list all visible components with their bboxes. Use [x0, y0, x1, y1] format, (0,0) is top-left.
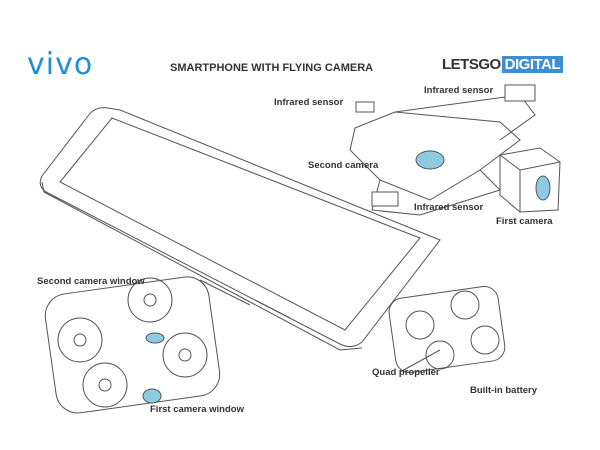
infrared-sensor-bottom	[371, 191, 399, 207]
label-quad-propeller: Quad propeller	[372, 367, 440, 378]
label-infrared-sensor-bottom: Infrared sensor	[414, 202, 484, 213]
vivo-logo: vivo	[27, 47, 94, 82]
label-second-camera-window: Second camera window	[37, 276, 145, 287]
infrared-sensor-top	[504, 84, 536, 102]
label-first-camera: First camera	[496, 216, 553, 227]
brand-part1: LETSGO	[442, 56, 501, 73]
docked-drone	[388, 286, 506, 373]
label-first-camera-window: First camera window	[150, 404, 244, 415]
first-camera-lens	[535, 175, 551, 201]
smartphone-screen	[59, 117, 421, 331]
second-camera-lens	[415, 150, 445, 170]
flying-drone	[44, 276, 221, 414]
first-camera-cube	[499, 147, 561, 213]
label-built-in-battery: Built-in battery	[470, 385, 538, 396]
label-second-camera: Second camera	[308, 160, 379, 171]
propellers	[57, 277, 208, 408]
brand-part2: DIGITAL	[501, 56, 564, 73]
label-infrared-sensor-left: Infrared sensor	[274, 97, 344, 108]
first-camera-window	[142, 388, 162, 404]
label-infrared-sensor-top: Infrared sensor	[424, 85, 494, 96]
page-title: SMARTPHONE WITH FLYING CAMERA	[170, 62, 374, 74]
second-camera-window	[145, 332, 165, 344]
infrared-sensor-left	[355, 101, 375, 113]
